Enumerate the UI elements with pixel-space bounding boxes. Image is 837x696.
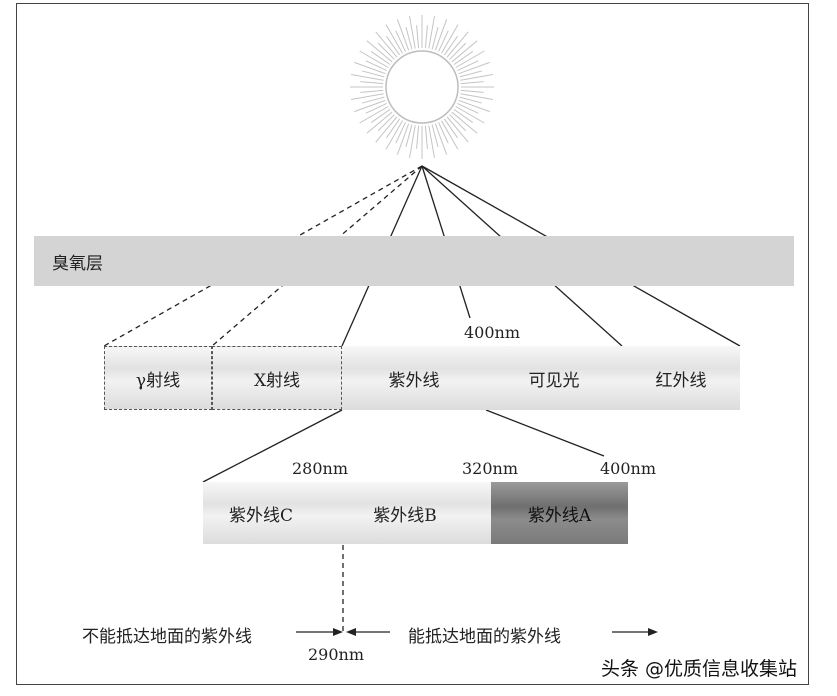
band-uv: 紫外线	[342, 346, 486, 410]
band-uva: 紫外线A	[491, 482, 628, 544]
sun-ray	[395, 30, 406, 52]
sun-ray	[457, 103, 479, 114]
sun-ray	[386, 35, 401, 56]
sun-ray	[377, 114, 395, 132]
sun-ray	[428, 16, 435, 49]
band-uvb: 紫外线B	[319, 482, 491, 544]
sun-ray	[365, 60, 387, 71]
sun-ray	[366, 40, 393, 63]
sun-ray	[359, 106, 389, 124]
sun-ray	[351, 74, 384, 81]
sun-ray	[449, 42, 467, 60]
sun-ray	[443, 35, 458, 56]
sun-ray	[431, 124, 439, 148]
sun-ray	[431, 26, 439, 50]
sun-ray	[405, 124, 413, 148]
sun-ray	[396, 123, 410, 155]
band-uvc: 紫外线C	[203, 482, 319, 544]
sun-ray	[428, 125, 435, 158]
sun-ray	[459, 70, 483, 78]
sun-ray	[375, 116, 398, 143]
sun-ray	[441, 24, 459, 54]
sun-ray	[361, 70, 385, 78]
band-infrared: 红外线	[622, 346, 740, 410]
sun-ray	[453, 51, 474, 66]
note-reaching-ground: 能抵达地面的紫外线	[408, 627, 561, 647]
watermark: 头条 @优质信息收集站	[599, 654, 800, 681]
sun-ray	[395, 122, 406, 144]
sun-ray	[409, 125, 416, 158]
sun-ray	[443, 118, 458, 139]
sun-ray	[377, 42, 395, 60]
sun-ray	[438, 30, 449, 52]
sun-ray	[354, 99, 386, 113]
sun-icon	[350, 15, 494, 159]
sun-ray	[386, 118, 401, 139]
sun-ray	[361, 96, 385, 104]
note-not-reaching-ground: 不能抵达地面的紫外线	[82, 627, 252, 647]
threshold-mark-290nm: 290nm	[308, 645, 365, 664]
sun-ray	[424, 25, 428, 49]
sun-ray	[359, 50, 389, 68]
sun-ray	[441, 120, 459, 150]
sun-ray	[416, 125, 420, 149]
band-gamma: γ射线	[104, 346, 212, 410]
sun-ray	[370, 108, 391, 123]
sun-ray	[365, 103, 387, 114]
sun-ray	[460, 74, 493, 81]
sun-ray	[446, 31, 469, 58]
zoom-left	[202, 409, 343, 483]
spectrum-mark-400nm: 400nm	[464, 323, 521, 342]
uv-mark-400nm: 400nm	[600, 459, 657, 478]
uv-mark-320nm: 320nm	[462, 459, 519, 478]
sun-ray	[455, 106, 485, 124]
sun-ray	[354, 61, 386, 75]
sun-ray	[385, 120, 403, 150]
sun-ray	[438, 122, 449, 144]
sun-ray	[458, 99, 490, 113]
ozone-layer: 臭氧层	[34, 236, 794, 286]
sun-ray	[451, 40, 478, 63]
sun-ray	[460, 89, 484, 93]
sun-ray	[457, 60, 479, 71]
sun-ray	[366, 111, 393, 134]
sun-ray	[434, 19, 448, 51]
sun-ray	[396, 19, 410, 51]
sun-ray	[360, 81, 384, 85]
zoom-right	[485, 409, 605, 457]
arrow-left-icon	[346, 628, 356, 636]
sun-ray	[449, 114, 467, 132]
sun-ray	[375, 31, 398, 58]
sun-ray	[453, 108, 474, 123]
ozone-label: 臭氧层	[52, 253, 103, 274]
sun-ray	[424, 125, 428, 149]
sun-ray	[460, 93, 493, 100]
band-xray: X射线	[212, 346, 342, 410]
sun-ray	[409, 16, 416, 49]
sun-ray	[455, 50, 485, 68]
sun-ray	[416, 25, 420, 49]
sun-ray	[451, 111, 478, 134]
sun-ray	[446, 116, 469, 143]
sun-ray	[458, 61, 490, 75]
sun-ray	[434, 123, 448, 155]
sun-ray	[360, 89, 384, 93]
uv-mark-280nm: 280nm	[292, 459, 349, 478]
figure-frame	[16, 3, 809, 685]
sun-ray	[405, 26, 413, 50]
arrow-far-right-icon	[648, 628, 658, 636]
sun-ray	[351, 93, 384, 100]
sun-ray	[460, 81, 484, 85]
sun-ray	[459, 96, 483, 104]
sun-ray	[370, 51, 391, 66]
arrow-right-icon	[333, 628, 343, 636]
band-visible: 可见光	[486, 346, 622, 410]
sun-ray	[385, 24, 403, 54]
